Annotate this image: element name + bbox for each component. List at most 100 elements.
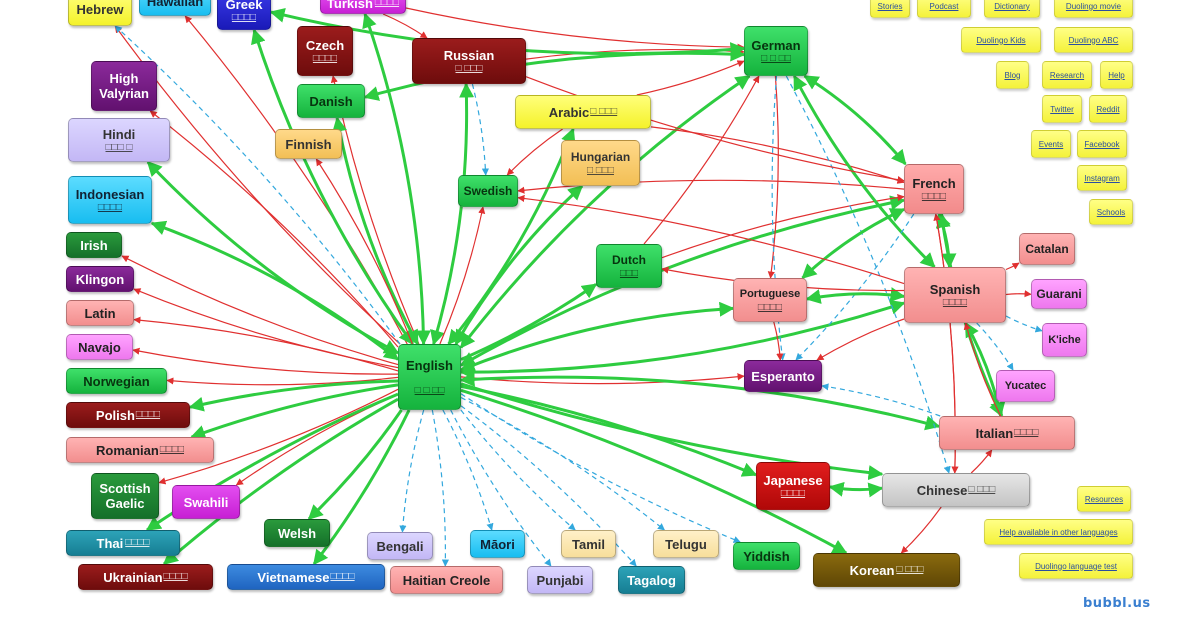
node-scottish-gaelic-label: Scottish Gaelic: [99, 481, 151, 511]
resource-podcast[interactable]: Podcast: [917, 0, 971, 18]
edge-german-spanish: [792, 74, 936, 269]
node-danish[interactable]: Danish: [297, 84, 365, 118]
resource-resources-label: Resources: [1084, 494, 1124, 504]
resource-reddit[interactable]: Reddit: [1089, 95, 1127, 123]
node-kiche[interactable]: K'iche: [1042, 323, 1087, 357]
node-french[interactable]: French□□□□: [904, 164, 964, 214]
edge-english-japanese: [460, 384, 758, 477]
node-turkish[interactable]: Turkish□□□□: [320, 0, 406, 14]
node-navajo[interactable]: Navajo: [66, 334, 133, 360]
node-chinese[interactable]: Chinese□ □□□: [882, 473, 1030, 507]
node-english-sub: □ □ □□: [414, 384, 445, 396]
node-arabic-sub: □ □□□: [590, 106, 618, 117]
node-arabic[interactable]: Arabic□ □□□: [515, 95, 651, 129]
node-ukrainian[interactable]: Ukrainian□□□□: [78, 564, 213, 590]
node-dutch[interactable]: Dutch□□□: [596, 244, 662, 288]
node-hawaiian[interactable]: Hawaiian: [139, 0, 211, 16]
resource-help[interactable]: Help: [1100, 61, 1133, 89]
edge-english-yiddish: [460, 393, 741, 543]
node-italian[interactable]: Italian□□□□: [939, 416, 1075, 450]
node-swahili[interactable]: Swahili: [172, 485, 240, 519]
node-punjabi[interactable]: Punjabi: [527, 566, 593, 594]
node-norwegian[interactable]: Norwegian: [66, 368, 167, 394]
resource-facebook[interactable]: Facebook: [1077, 130, 1127, 158]
node-hebrew[interactable]: Hebrew: [68, 0, 132, 26]
node-spanish-label: Spanish: [929, 281, 981, 297]
edge-english-polish: [188, 379, 399, 412]
resource-events[interactable]: Events: [1031, 130, 1071, 158]
edge-english-hebrew: [114, 25, 401, 345]
node-korean[interactable]: Korean□ □□□: [813, 553, 960, 587]
node-latin[interactable]: Latin: [66, 300, 134, 326]
node-esperanto[interactable]: Esperanto: [744, 360, 822, 392]
node-german-sub: □ □ □□: [761, 52, 791, 64]
node-tamil[interactable]: Tamil: [561, 530, 616, 558]
node-catalan-label: Catalan: [1025, 241, 1069, 256]
resource-dictionary[interactable]: Dictionary: [984, 0, 1040, 18]
node-arabic-label: Arabic: [548, 104, 590, 120]
resource-resources[interactable]: Resources: [1077, 486, 1131, 512]
node-hindi-label: Hindi: [102, 126, 136, 142]
node-klingon[interactable]: Klingon: [66, 266, 134, 292]
node-scottish-gaelic[interactable]: Scottish Gaelic: [91, 473, 159, 519]
node-haitian-creole[interactable]: Haitian Creole: [390, 566, 503, 594]
edge-english-irish: [121, 255, 399, 366]
node-haitian-creole-label: Haitian Creole: [402, 572, 491, 588]
node-swedish[interactable]: Swedish: [458, 175, 518, 207]
node-bengali[interactable]: Bengali: [367, 532, 433, 560]
node-yucatec[interactable]: Yucatec: [996, 370, 1055, 402]
node-vietnamese[interactable]: Vietnamese□□□□: [227, 564, 385, 590]
node-czech-label: Czech: [305, 37, 345, 53]
edge-german-danish: [363, 46, 746, 101]
node-high-valyrian[interactable]: High Valyrian: [91, 61, 157, 111]
node-yiddish[interactable]: Yiddish: [733, 542, 800, 570]
edge-chinese-italian: [970, 449, 993, 474]
resource-instagram[interactable]: Instagram: [1077, 165, 1127, 191]
resource-help-other-languages[interactable]: Help available in other languages: [984, 519, 1133, 545]
node-spanish-sub: □□□□: [942, 296, 968, 308]
node-guarani[interactable]: Guarani: [1031, 279, 1087, 309]
node-romanian[interactable]: Romanian□□□□: [66, 437, 214, 463]
node-romanian-label: Romanian: [95, 442, 159, 458]
resource-duolingo-language-test[interactable]: Duolingo language test: [1019, 553, 1133, 579]
node-thai[interactable]: Thai□□□□: [66, 530, 180, 556]
edge-english-vietnamese: [312, 409, 411, 566]
node-kiche-label: K'iche: [1048, 333, 1081, 346]
resource-research[interactable]: Research: [1042, 61, 1092, 89]
node-catalan[interactable]: Catalan: [1019, 233, 1075, 265]
node-english[interactable]: English □ □ □□: [398, 344, 461, 410]
node-spanish[interactable]: Spanish□□□□: [904, 267, 1006, 323]
resource-stories[interactable]: Stories: [870, 0, 910, 18]
node-indonesian[interactable]: Indonesian□□□□: [68, 176, 152, 224]
node-maori[interactable]: Māori: [470, 530, 525, 558]
edge-english-punjabi: [450, 409, 552, 567]
node-tagalog[interactable]: Tagalog: [618, 566, 685, 594]
resource-schools[interactable]: Schools: [1089, 199, 1133, 225]
node-portuguese[interactable]: Portuguese□□□□: [733, 278, 807, 322]
resource-duolingo-kids[interactable]: Duolingo Kids: [961, 27, 1041, 53]
node-german[interactable]: German□ □ □□: [744, 26, 808, 76]
resource-blog[interactable]: Blog: [996, 61, 1029, 89]
node-hungarian[interactable]: Hungarian□ □□□: [561, 140, 640, 186]
node-english-label: English: [406, 357, 453, 373]
node-greek[interactable]: Greek□□□□: [217, 0, 271, 30]
node-russian[interactable]: Russian□ □□□: [412, 38, 526, 84]
node-irish[interactable]: Irish: [66, 232, 122, 258]
node-telugu[interactable]: Telugu: [653, 530, 719, 558]
node-finnish[interactable]: Finnish: [275, 129, 342, 159]
edge-english-danish: [332, 116, 420, 346]
node-czech[interactable]: Czech□□□□: [297, 26, 353, 76]
edge-chinese-japanese: [828, 481, 884, 498]
resource-duolingo-movie[interactable]: Duolingo movie: [1054, 0, 1133, 18]
edge-english-italian: [459, 371, 941, 431]
node-polish[interactable]: Polish□□□□: [66, 402, 190, 428]
node-welsh[interactable]: Welsh: [264, 519, 330, 547]
node-japanese-label: Japanese: [763, 472, 823, 488]
node-vietnamese-sub: □□□□: [330, 571, 355, 582]
node-greek-sub: □□□□: [231, 11, 257, 23]
resource-twitter[interactable]: Twitter: [1042, 95, 1082, 123]
resource-duolingo-abc[interactable]: Duolingo ABC: [1054, 27, 1133, 53]
edge-french-portuguese: [801, 207, 906, 280]
node-hindi[interactable]: Hindi□□□ □: [68, 118, 170, 162]
node-japanese[interactable]: Japanese□□□□: [756, 462, 830, 510]
